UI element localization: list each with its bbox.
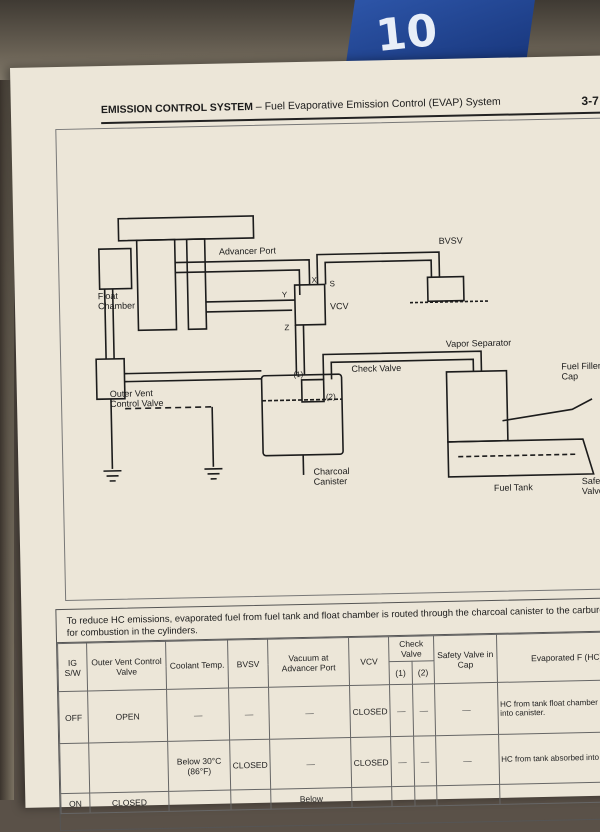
col-cv1: (1) — [389, 661, 412, 684]
cell-ig: OFF — [59, 691, 89, 744]
ground-symbol-right — [204, 469, 222, 479]
cell-evap — [499, 781, 600, 804]
label-check-valve: Check Valve — [351, 363, 401, 374]
header-subtitle: Fuel Evaporative Emission Control (EVAP)… — [265, 96, 501, 113]
cell-vacuum: — — [270, 738, 352, 790]
cell-bvsv: CLOSED — [230, 739, 271, 790]
check-valve-body — [302, 380, 324, 402]
cell-evap: HC from tank float chamber absorbed into… — [497, 679, 600, 734]
carburetor-top — [118, 216, 253, 241]
col-outer-vent: Outer Vent Control Valve — [87, 641, 167, 691]
label-z: Z — [284, 323, 289, 332]
vapor-line — [323, 351, 481, 379]
y-line-inner — [206, 310, 292, 312]
cell-safety: — — [435, 682, 499, 735]
label-cv2: (2) — [326, 392, 336, 401]
cell-vacuum: — — [269, 686, 351, 740]
cell-ig — [60, 743, 90, 794]
cell-vacuum: Below — [271, 788, 352, 810]
cell-coolant: Below 30°C (86°F) — [168, 740, 231, 791]
vent-wire — [111, 399, 112, 469]
operation-table: IG S/W Outer Vent Control Valve Coolant … — [57, 631, 600, 814]
cell-ig: ON — [61, 793, 90, 814]
vent-to-canister-line — [124, 371, 261, 374]
label-outer-vent-2: Control Valve — [110, 398, 164, 409]
cell-outer-vent — [89, 741, 169, 793]
cell-cv2 — [414, 786, 437, 806]
evap-diagram: Advancer Port BVSV Float Chamber VCV X Y… — [55, 117, 600, 600]
cell-cv2: — — [412, 684, 436, 736]
z-line — [295, 325, 296, 375]
header-separator: – — [253, 101, 265, 113]
label-safety-2: Valve — [582, 486, 600, 496]
label-y: Y — [282, 290, 288, 299]
cell-coolant — [169, 790, 231, 811]
col-vacuum: Vacuum at Advancer Port — [268, 638, 350, 688]
fuel-tank — [448, 439, 594, 477]
manual-page: EMISSION CONTROL SYSTEM – Fuel Evaporati… — [10, 55, 600, 807]
y-line — [206, 300, 295, 302]
label-float-1: Float — [98, 291, 119, 301]
cell-cv1 — [392, 786, 415, 806]
cell-evap: HC from tank absorbed into canister. — [498, 731, 600, 784]
filler-neck — [502, 399, 592, 421]
vent-to-canister-line-inner — [125, 379, 262, 382]
vapor-separator — [446, 371, 507, 442]
ground-wire — [212, 407, 213, 467]
cell-outer-vent: CLOSED — [90, 791, 170, 813]
label-bvsv: BVSV — [439, 236, 463, 247]
label-vcv: VCV — [330, 301, 349, 311]
label-x: X — [311, 276, 317, 285]
label-fuel-filler-2: Cap — [561, 371, 578, 381]
cell-coolant: — — [167, 688, 230, 741]
cell-bvsv: — — [229, 687, 270, 740]
label-advancer-port: Advancer Port — [219, 245, 277, 256]
cell-cv2: — — [413, 736, 437, 786]
evap-diagram-svg: Advancer Port BVSV Float Chamber VCV X Y… — [56, 118, 600, 599]
bvsv-body — [427, 277, 463, 302]
page-number: 3-7 — [581, 94, 599, 108]
col-coolant: Coolant Temp. — [166, 640, 229, 689]
col-check-valve: Check Valve — [388, 636, 434, 662]
col-safety: Safety Valve in Cap — [434, 634, 498, 683]
fuel-level — [458, 454, 578, 457]
label-charcoal-2: Canister — [314, 476, 348, 487]
float-chamber — [99, 249, 132, 290]
label-safety-1: Safety — [582, 476, 600, 487]
cell-cv1: — — [389, 684, 413, 736]
col-bvsv: BVSV — [228, 639, 269, 688]
cell-safety — [437, 784, 500, 805]
col-cv2: (2) — [412, 661, 435, 684]
evap-table: To reduce HC emissions, evaporated fuel … — [55, 597, 600, 831]
label-float-2: Chamber — [98, 300, 135, 311]
bvsv-line-inner — [325, 260, 431, 284]
carburetor-body — [137, 240, 177, 331]
label-fuel-filler-1: Fuel Filler — [561, 361, 600, 372]
cell-safety: — — [436, 734, 500, 785]
col-evap: Evaporated F (HC) — [496, 632, 600, 683]
carburetor-throat — [187, 239, 207, 329]
cell-outer-vent: OPEN — [88, 689, 168, 743]
cell-cv1: — — [391, 736, 415, 786]
bvsv-line — [317, 252, 440, 285]
label-fuel-tank: Fuel Tank — [494, 482, 534, 493]
z-line-inner — [303, 325, 304, 375]
label-s: S — [329, 279, 335, 288]
col-ig: IG S/W — [58, 643, 88, 692]
header-system: EMISSION CONTROL SYSTEM — [101, 101, 253, 116]
cell-vcv: CLOSED — [350, 685, 391, 738]
engine-block — [410, 301, 490, 303]
col-vcv: VCV — [349, 637, 390, 686]
cell-vcv: CLOSED — [351, 737, 392, 788]
background-book-label: 10 — [374, 5, 440, 62]
advancer-line — [175, 260, 309, 288]
label-vapor-separator: Vapor Separator — [446, 338, 512, 349]
label-cv1: (1) — [293, 370, 303, 379]
ground-symbol-left — [103, 471, 121, 481]
cell-vcv — [352, 787, 392, 808]
